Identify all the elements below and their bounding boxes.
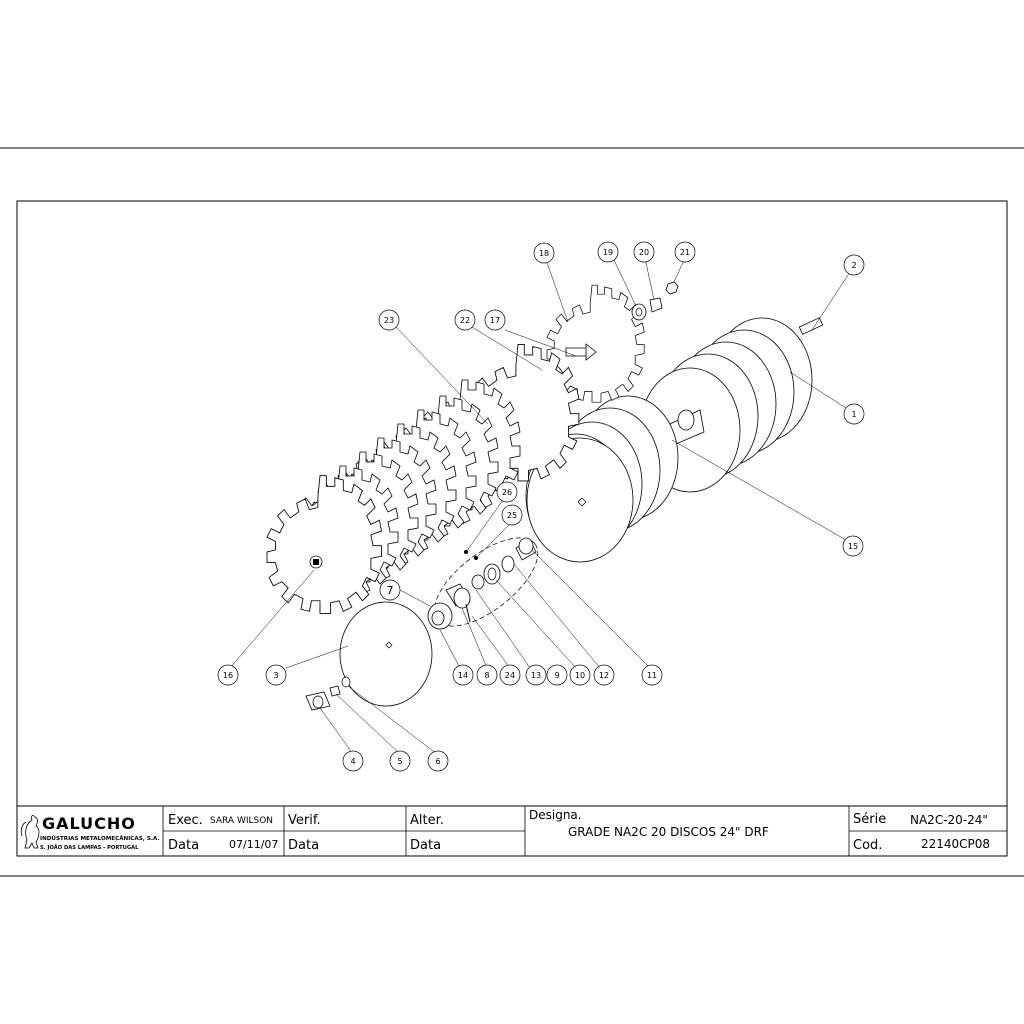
callout-25: 25 bbox=[501, 504, 523, 526]
svg-text:19: 19 bbox=[603, 248, 613, 257]
nut-washer bbox=[305, 676, 351, 711]
callout-8: 8 bbox=[476, 664, 498, 686]
exec-value: SARA WILSON bbox=[210, 816, 273, 826]
leader-lines bbox=[229, 255, 851, 755]
callout-balloons: 1 2 3 4 5 6 7 8 9 10 11 12 13 14 15 16 1… bbox=[217, 241, 865, 772]
svg-text:13: 13 bbox=[531, 671, 541, 680]
svg-text:8: 8 bbox=[484, 671, 489, 680]
svg-text:1: 1 bbox=[851, 410, 856, 419]
notched-disc-gang-left bbox=[266, 343, 580, 614]
serie-value: NA2C-20-24" bbox=[910, 813, 988, 827]
callout-22: 22 bbox=[454, 309, 476, 331]
callout-16: 16 bbox=[217, 664, 239, 686]
callout-21: 21 bbox=[674, 241, 696, 263]
verif-data-label: Data bbox=[288, 838, 319, 853]
callout-5: 5 bbox=[389, 750, 411, 772]
serie-label: Série bbox=[853, 812, 886, 827]
plain-disc-bottom bbox=[339, 601, 433, 707]
svg-text:6: 6 bbox=[435, 757, 440, 766]
company-name: GALUCHO bbox=[42, 814, 136, 833]
callout-11: 11 bbox=[641, 664, 663, 686]
callout-14: 14 bbox=[452, 664, 474, 686]
svg-text:4: 4 bbox=[350, 757, 355, 766]
svg-text:11: 11 bbox=[647, 671, 657, 680]
designa-value: GRADE NA2C 20 DISCOS 24" DRF bbox=[568, 825, 769, 839]
callout-17: 17 bbox=[484, 309, 506, 331]
callout-7: 7 bbox=[379, 579, 401, 601]
callout-23: 23 bbox=[378, 309, 400, 331]
svg-text:24: 24 bbox=[505, 671, 515, 680]
company-line1: INDÚSTRIAS METALOMECÂNICAS, S.A. bbox=[40, 835, 160, 842]
exec-label: Exec. bbox=[168, 813, 203, 828]
svg-text:5: 5 bbox=[397, 757, 402, 766]
callout-24: 24 bbox=[499, 664, 521, 686]
svg-text:9: 9 bbox=[554, 671, 559, 680]
callout-18: 18 bbox=[533, 242, 555, 264]
callout-15: 15 bbox=[842, 535, 864, 557]
callout-4: 4 bbox=[342, 750, 364, 772]
svg-text:23: 23 bbox=[384, 316, 394, 325]
svg-text:12: 12 bbox=[599, 671, 609, 680]
callout-2: 2 bbox=[843, 254, 865, 276]
callout-20: 20 bbox=[633, 241, 655, 263]
callout-12: 12 bbox=[593, 664, 615, 686]
verif-label: Verif. bbox=[288, 813, 321, 828]
svg-text:20: 20 bbox=[639, 248, 649, 257]
alter-label: Alter. bbox=[410, 813, 444, 828]
callout-13: 13 bbox=[525, 664, 547, 686]
alter-data-label: Data bbox=[410, 838, 441, 853]
exec-data-label: Data bbox=[168, 838, 199, 853]
cod-label: Cod. bbox=[853, 838, 882, 853]
svg-text:3: 3 bbox=[273, 671, 278, 680]
svg-text:14: 14 bbox=[458, 671, 468, 680]
callout-9: 9 bbox=[546, 664, 568, 686]
svg-text:10: 10 bbox=[575, 671, 585, 680]
cod-value: 22140CP08 bbox=[921, 837, 990, 851]
callout-3: 3 bbox=[265, 664, 287, 686]
company-logo: GALUCHO INDÚSTRIAS METALOMECÂNICAS, S.A.… bbox=[20, 814, 160, 851]
bearing-assembly bbox=[427, 537, 539, 630]
callout-1: 1 bbox=[843, 403, 865, 425]
svg-text:22: 22 bbox=[460, 316, 470, 325]
svg-text:2: 2 bbox=[851, 261, 856, 270]
svg-text:15: 15 bbox=[848, 542, 858, 551]
svg-text:18: 18 bbox=[539, 249, 549, 258]
svg-text:21: 21 bbox=[680, 248, 690, 257]
plain-disc-gang-right bbox=[525, 317, 824, 563]
designa-label: Designa. bbox=[529, 808, 582, 822]
svg-text:16: 16 bbox=[223, 671, 233, 680]
callout-19: 19 bbox=[597, 241, 619, 263]
callout-10: 10 bbox=[569, 664, 591, 686]
rooster-icon bbox=[20, 815, 40, 849]
svg-text:25: 25 bbox=[507, 511, 517, 520]
svg-text:26: 26 bbox=[502, 488, 512, 497]
callout-6: 6 bbox=[427, 750, 449, 772]
callout-26: 26 bbox=[496, 481, 518, 503]
exploded-assembly: 1 2 3 4 5 6 7 8 9 10 11 12 13 14 15 16 1… bbox=[217, 241, 865, 772]
title-block: GALUCHO INDÚSTRIAS METALOMECÂNICAS, S.A.… bbox=[16, 805, 1008, 857]
exec-data-value: 07/11/07 bbox=[229, 838, 278, 851]
svg-text:7: 7 bbox=[387, 584, 394, 597]
company-line2: S. JOÃO DAS LAMPAS - PORTUGAL bbox=[40, 844, 139, 851]
svg-text:17: 17 bbox=[490, 316, 500, 325]
